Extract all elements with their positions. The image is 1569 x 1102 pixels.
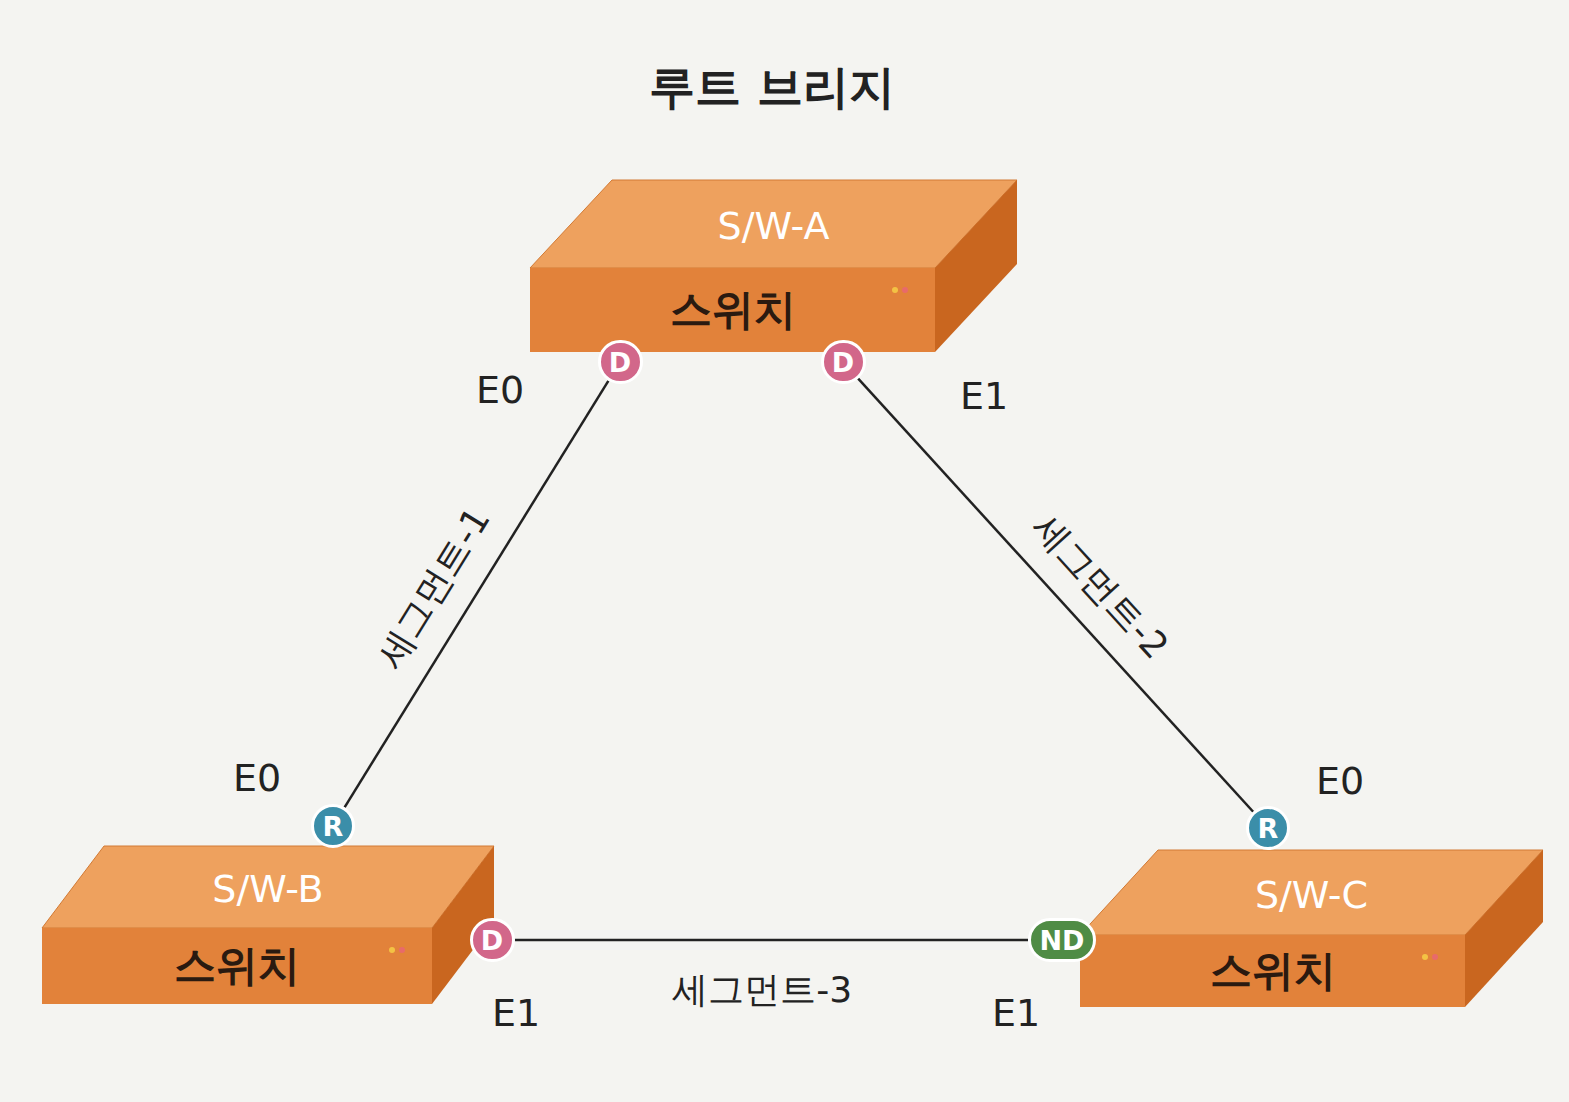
switch-name: S/W-C bbox=[1255, 873, 1368, 917]
port-role: R bbox=[1258, 815, 1279, 842]
switch-side-face bbox=[935, 180, 1017, 352]
port-role-circle: R bbox=[1246, 806, 1290, 850]
segment-label: 세그먼트-1 bbox=[365, 496, 504, 680]
port-name: E1 bbox=[492, 991, 540, 1035]
port-role: ND bbox=[1039, 927, 1084, 954]
status-led bbox=[902, 287, 908, 293]
switch-top-face bbox=[1080, 850, 1543, 935]
port-role-circle: R bbox=[311, 804, 355, 848]
port-role-circle: D bbox=[598, 340, 643, 384]
status-led bbox=[389, 947, 395, 953]
segment-line bbox=[345, 381, 609, 807]
segment-label: 세그먼트-3 bbox=[669, 966, 855, 1015]
switch-box: S/W-C 스위치 bbox=[1080, 850, 1543, 1007]
switch-front-face bbox=[1080, 935, 1465, 1007]
switch-side-face bbox=[1465, 850, 1543, 1007]
port-role: D bbox=[481, 927, 503, 954]
port-role-circle: D bbox=[470, 918, 515, 962]
port-role-circle: ND bbox=[1028, 918, 1096, 962]
status-led bbox=[892, 287, 898, 293]
port-role: R bbox=[323, 813, 344, 840]
port-name: E0 bbox=[476, 368, 524, 412]
segment-line bbox=[858, 378, 1253, 811]
port-name: E1 bbox=[992, 991, 1040, 1035]
port-name: E1 bbox=[960, 374, 1008, 418]
switch-caption: 스위치 bbox=[1210, 943, 1336, 999]
status-led bbox=[1422, 954, 1428, 960]
switch-box: S/W-B 스위치 bbox=[42, 846, 494, 1004]
status-led bbox=[1432, 954, 1438, 960]
switch-front-face bbox=[530, 268, 935, 352]
port-role-circle: D bbox=[821, 340, 866, 384]
port-name: E0 bbox=[233, 756, 281, 800]
switch-box: S/W-A 스위치 bbox=[530, 180, 1017, 352]
port-name: E0 bbox=[1316, 759, 1364, 803]
port-role: D bbox=[832, 349, 854, 376]
switch-top-face bbox=[42, 846, 494, 928]
segment-line bbox=[515, 939, 1029, 942]
switch-caption: 스위치 bbox=[670, 282, 796, 338]
switch-name: S/W-B bbox=[212, 867, 323, 911]
status-led bbox=[399, 947, 405, 953]
switch-name: S/W-A bbox=[718, 204, 830, 248]
segment-label: 세그먼트-2 bbox=[1019, 502, 1181, 672]
switch-front-face bbox=[42, 928, 432, 1004]
switch-top-face bbox=[530, 180, 1017, 268]
switch-caption: 스위치 bbox=[174, 938, 300, 994]
diagram-title: 루트 브리지 bbox=[649, 57, 895, 119]
port-role: D bbox=[609, 349, 631, 376]
